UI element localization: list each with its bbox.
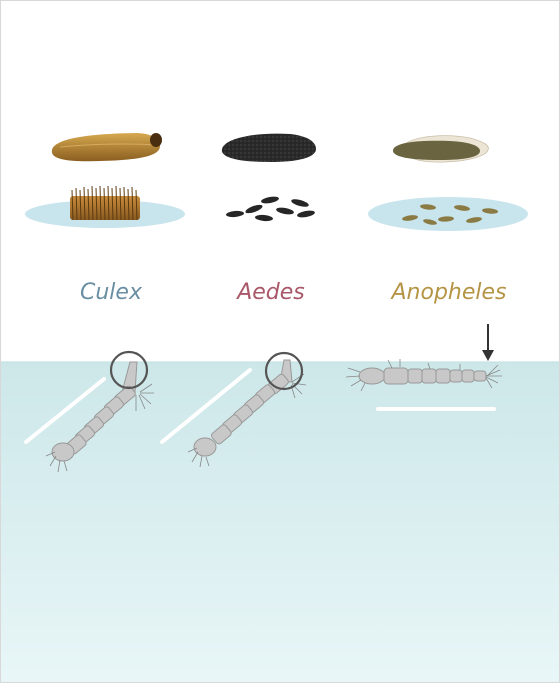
down-arrow-icon — [482, 324, 494, 361]
aedes-larva — [160, 351, 307, 468]
genus-label-culex: Culex — [80, 280, 142, 305]
water-body — [1, 362, 559, 682]
culex-angle-bar — [24, 377, 106, 444]
anopheles-egg-enlarged — [392, 135, 489, 163]
genus-label-anopheles: Anopheles — [391, 280, 507, 305]
aedes-angle-bar — [160, 368, 252, 444]
culex-siphon-highlight — [109, 350, 149, 390]
genus-label-aedes: Aedes — [237, 280, 305, 305]
aedes-egg-enlarged — [221, 133, 316, 162]
culex-larva — [24, 350, 154, 473]
culex-egg-raft — [25, 185, 185, 228]
aedes-eggs-scattered — [226, 196, 315, 222]
anopheles-larva — [345, 324, 502, 411]
culex-egg-enlarged — [51, 133, 162, 162]
anopheles-eggs-floating — [368, 197, 528, 231]
aedes-siphon-highlight — [264, 351, 304, 391]
